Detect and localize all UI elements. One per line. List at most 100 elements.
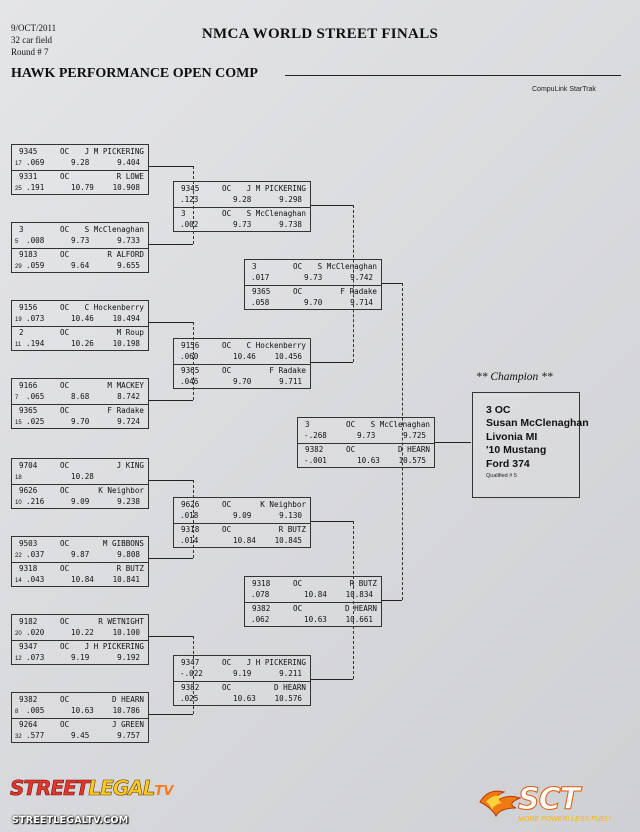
- racer-class: OC: [60, 406, 70, 415]
- elapsed-time: 9.70: [71, 417, 90, 426]
- class-title: HAWK PERFORMANCE OPEN COMP: [11, 66, 258, 81]
- elapsed-time: 10.46: [71, 314, 94, 323]
- race-speed: 9.725: [403, 431, 426, 440]
- lane-divider: [12, 170, 148, 171]
- racer-name: F Radake: [269, 366, 306, 375]
- racer-class: OC: [60, 720, 70, 729]
- racer-class: OC: [60, 328, 70, 337]
- race-speed: 9.738: [279, 220, 302, 229]
- lane-divider: [245, 602, 381, 603]
- flame-icon: [479, 790, 522, 818]
- champion-qualified: Qualified # 5: [486, 473, 517, 479]
- race-speed: 9.724: [117, 417, 140, 426]
- champion-car: '10 Mustang: [486, 444, 547, 456]
- racer-number: 9156: [181, 341, 200, 350]
- racer-number: 9365: [19, 406, 38, 415]
- racer-name: F Radake: [107, 406, 144, 415]
- reaction-time: .014: [180, 536, 199, 545]
- reaction-time: .025: [180, 694, 199, 703]
- racer-class: OC: [60, 695, 70, 704]
- qualifying-seed: 12: [15, 656, 22, 662]
- racer-name: J KING: [116, 461, 144, 470]
- reaction-time: .078: [251, 590, 270, 599]
- racer-class: OC: [222, 209, 232, 218]
- lane-divider: [298, 443, 434, 444]
- elapsed-time: 10.63: [304, 615, 327, 624]
- race-speed: 10.661: [345, 615, 373, 624]
- champion-box: 3 OC Susan McClenaghan Livonia MI '10 Mu…: [472, 392, 589, 498]
- lane-divider: [12, 562, 148, 563]
- lane-divider: [12, 640, 148, 641]
- racer-name: D HEARN: [344, 604, 377, 613]
- racer-class: OC: [60, 381, 70, 390]
- lane-divider: [245, 285, 381, 286]
- elapsed-time: 9.09: [71, 497, 90, 506]
- reaction-time: .062: [251, 615, 270, 624]
- logo-legal-text: LEGAL: [88, 776, 156, 801]
- reaction-time: .018: [180, 511, 199, 520]
- reaction-time: .073: [26, 314, 45, 323]
- racer-number: 3: [305, 420, 310, 429]
- racer-class: OC: [222, 500, 232, 509]
- champion-engine: Ford 374: [486, 458, 530, 470]
- event-date: 9/OCT/2011: [11, 23, 57, 33]
- bracket-line: [149, 322, 193, 323]
- elapsed-time: 9.70: [233, 377, 252, 386]
- racer-number: 9347: [19, 642, 38, 651]
- racer-name: S McClenaghan: [84, 225, 144, 234]
- sct-logo: SCT MORE POWER! LESS FUEL!: [478, 778, 628, 830]
- qualifying-seed: 32: [15, 734, 22, 740]
- bracket-line: [149, 166, 193, 167]
- elapsed-time: 9.73: [304, 273, 323, 282]
- bracket-line: [149, 636, 193, 637]
- racer-number: 9331: [19, 172, 38, 181]
- racer-number: 3: [252, 262, 257, 271]
- elapsed-time: 10.26: [71, 339, 94, 348]
- bracket-line: [311, 362, 353, 363]
- racer-name: S McClenaghan: [317, 262, 377, 271]
- bracket-connector: [193, 636, 194, 714]
- racer-number: 9382: [19, 695, 38, 704]
- bracket-line: [149, 400, 193, 401]
- bracket-connector: [193, 322, 194, 400]
- qualifying-seed: 29: [15, 264, 22, 270]
- elapsed-time: 9.19: [233, 669, 252, 678]
- racer-number: 9347: [181, 658, 200, 667]
- racer-class: OC: [60, 225, 70, 234]
- reaction-time: .059: [26, 261, 45, 270]
- elapsed-time: 10.79: [71, 183, 94, 192]
- elapsed-time: 9.19: [71, 653, 90, 662]
- bracket-line: [149, 244, 193, 245]
- racer-class: OC: [60, 486, 70, 495]
- qualifying-seed: 25: [15, 186, 22, 192]
- elapsed-time: 10.63: [233, 694, 256, 703]
- racer-number: 2: [19, 328, 24, 337]
- racer-class: OC: [293, 287, 303, 296]
- bracket-connector: [193, 480, 194, 558]
- elapsed-time: 9.28: [71, 158, 90, 167]
- reaction-time: .017: [251, 273, 270, 282]
- race-speed: 10.908: [112, 183, 140, 192]
- racer-number: 9182: [19, 617, 38, 626]
- reaction-time: .046: [180, 377, 199, 386]
- elapsed-time: 9.73: [233, 220, 252, 229]
- racer-class: OC: [222, 341, 232, 350]
- racer-name: J M PICKERING: [246, 184, 306, 193]
- racer-name: K Neighbor: [98, 486, 144, 495]
- champion-name: Susan McClenaghan: [486, 417, 589, 429]
- race-speed: 9.714: [350, 298, 373, 307]
- qualifying-seed: 7: [15, 395, 19, 401]
- lane-divider: [174, 523, 310, 524]
- bracket-line: [149, 714, 193, 715]
- software-credit: CompuLink StarTrak: [532, 86, 596, 93]
- qualifying-seed: 10: [15, 500, 22, 506]
- bracket-line: [311, 521, 353, 522]
- elapsed-time: 9.28: [233, 195, 252, 204]
